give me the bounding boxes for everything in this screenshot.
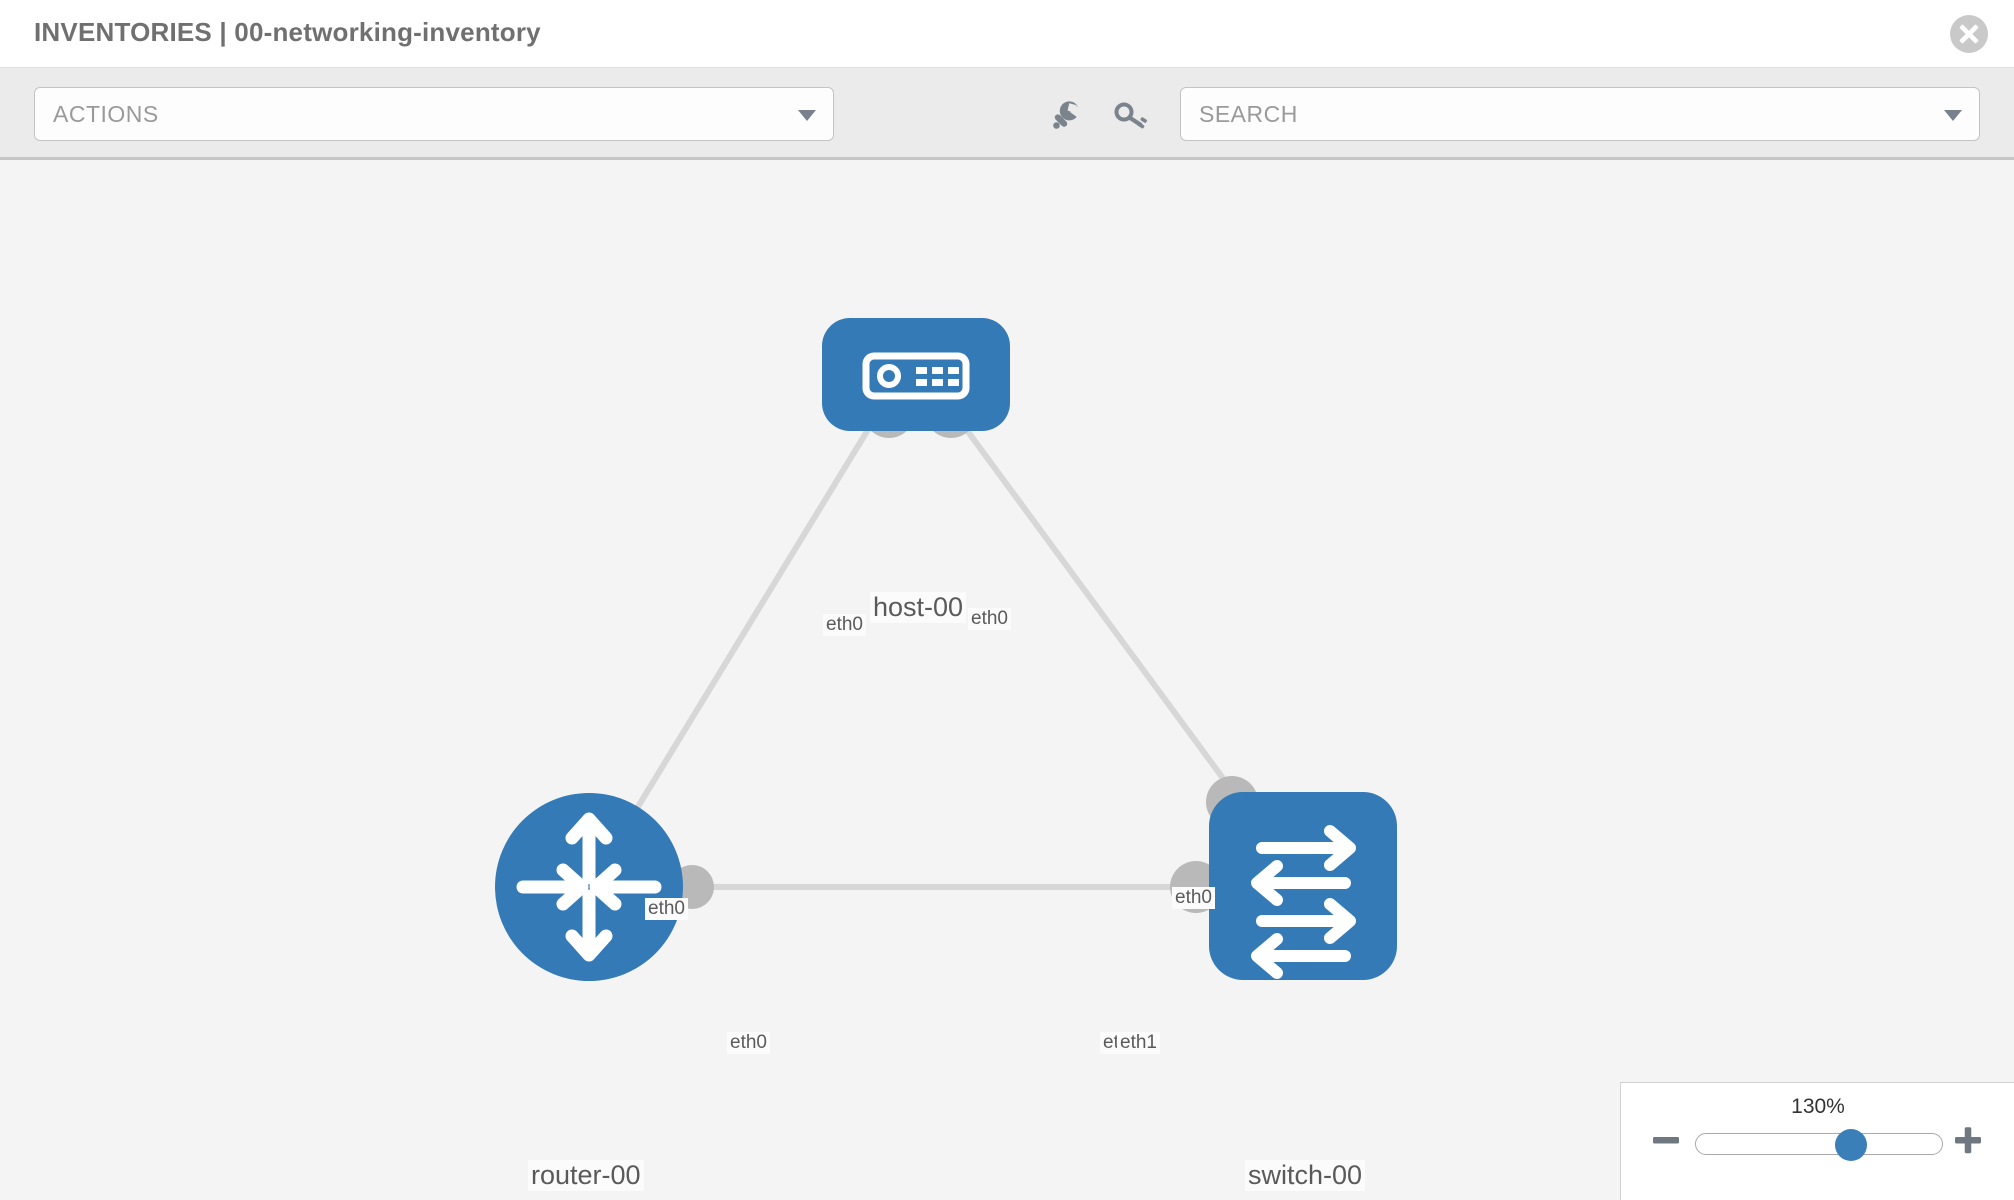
node-label-switch-00: switch-00	[1245, 1160, 1366, 1191]
topology-connectors	[670, 386, 1258, 913]
wrench-icon[interactable]	[1045, 96, 1085, 136]
edge-label-host-eth0-left: eth0	[823, 614, 866, 636]
actions-dropdown-label: ACTIONS	[53, 101, 159, 127]
edge-label-switch-eth0-up: eth0	[1172, 887, 1215, 909]
edge-label-switch-eth1: eth1	[1117, 1032, 1160, 1054]
node-label-host-00: host-00	[870, 592, 967, 623]
chevron-down-icon	[1944, 110, 1962, 121]
key-icon[interactable]	[1110, 96, 1150, 136]
search-input[interactable]: SEARCH	[1180, 87, 1980, 141]
zoom-slider-thumb[interactable]	[1834, 1129, 1867, 1161]
topology-canvas[interactable]: host-00 router-00 switch-00 eth0 eth0 et…	[0, 160, 2014, 1200]
search-placeholder: SEARCH	[1199, 101, 1298, 127]
zoom-in-button[interactable]	[1951, 1123, 1985, 1157]
page-header: INVENTORIES | 00-networking-inventory	[0, 0, 2014, 68]
topology-edges	[586, 408, 1306, 890]
zoom-level-value: 130%	[1791, 1095, 1845, 1118]
close-button[interactable]	[1950, 15, 1988, 53]
zoom-control-panel: 130%	[1620, 1082, 2014, 1200]
plus-icon	[1955, 1127, 1981, 1154]
edge-label-router-eth0-right: eth0	[727, 1032, 770, 1054]
edge-label-host-eth0-right: eth0	[968, 608, 1011, 630]
chevron-down-icon	[798, 110, 816, 121]
node-switch-00[interactable]	[1209, 792, 1397, 980]
zoom-slider[interactable]	[1695, 1129, 1943, 1161]
node-label-router-00: router-00	[528, 1160, 644, 1191]
edge-label-router-eth0-up: eth0	[645, 898, 688, 920]
topology-graph	[495, 318, 1397, 981]
node-router-00[interactable]	[495, 793, 683, 981]
minus-icon	[1653, 1137, 1679, 1144]
page-title: INVENTORIES | 00-networking-inventory	[34, 17, 541, 47]
actions-dropdown[interactable]: ACTIONS	[34, 87, 834, 141]
node-host-00[interactable]	[822, 318, 1010, 431]
toolbar: ACTIONS SEARCH	[0, 68, 2014, 160]
zoom-out-button[interactable]	[1649, 1123, 1683, 1157]
close-icon	[1959, 24, 1979, 44]
